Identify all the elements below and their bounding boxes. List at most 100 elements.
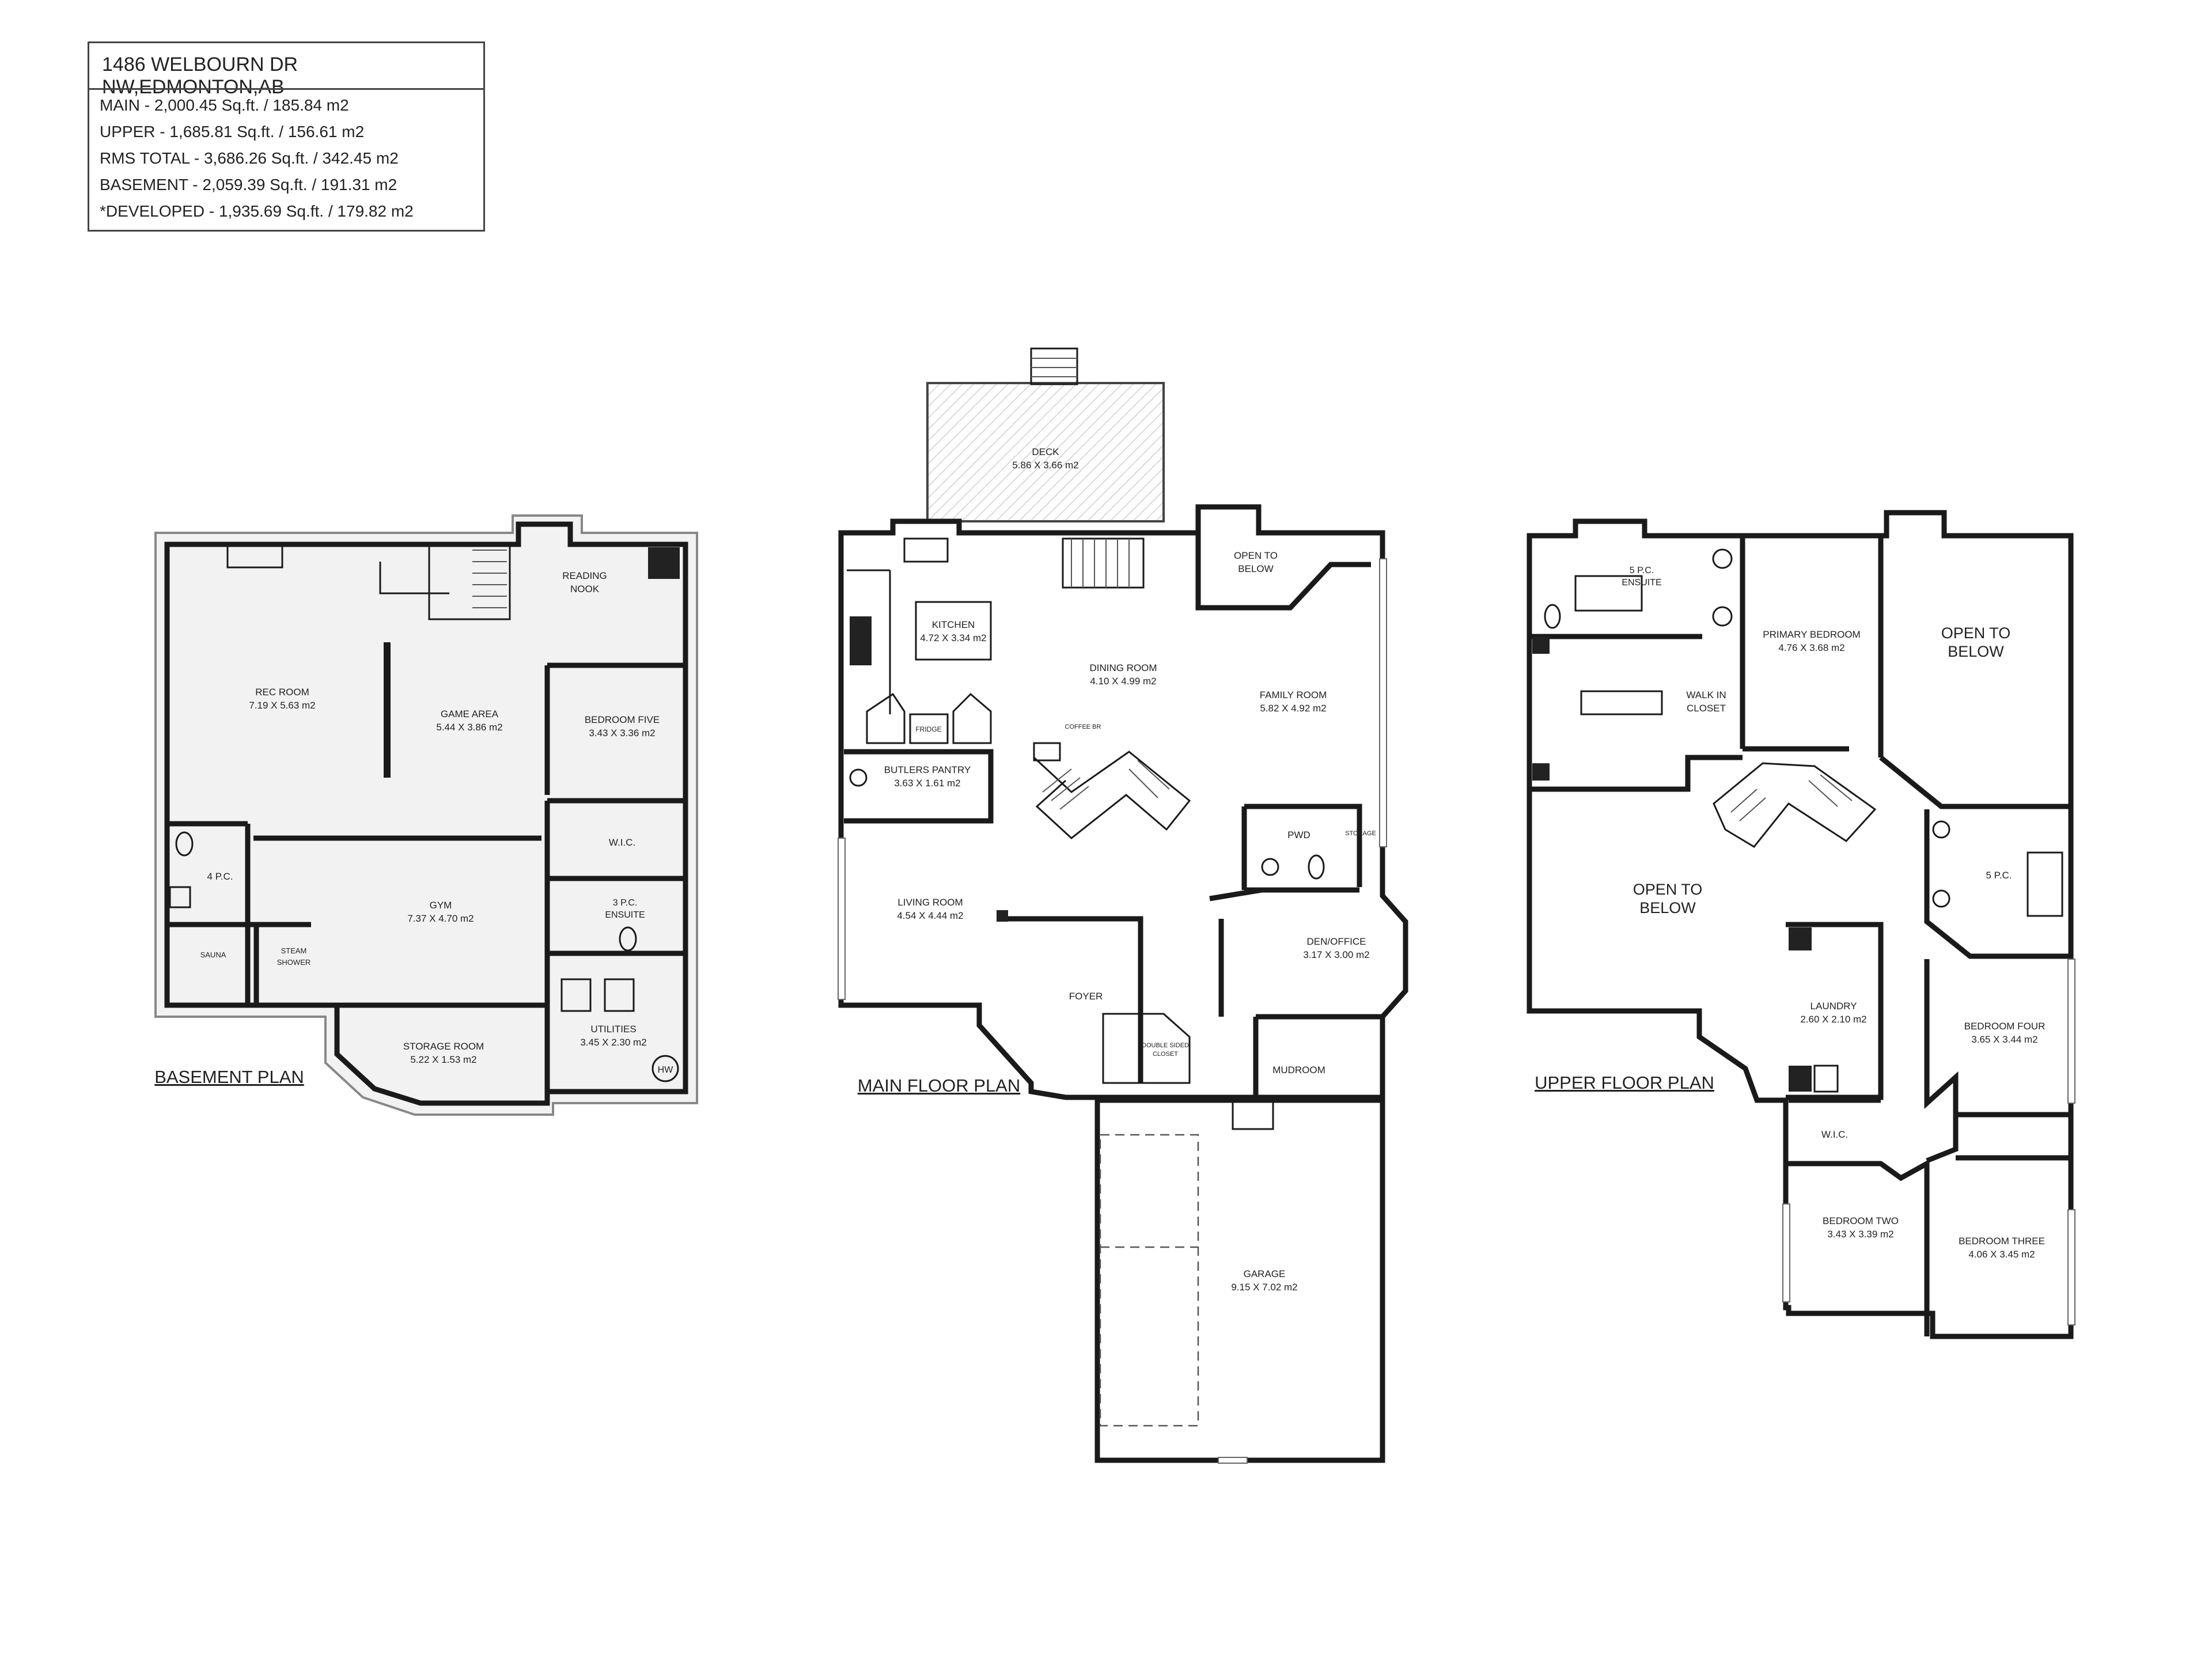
walk-in-island xyxy=(1580,690,1663,715)
bedroom-two-label: BEDROOM TWO xyxy=(1823,1215,1899,1226)
main-open-to-below-2: BELOW xyxy=(1238,563,1273,574)
fridge-block xyxy=(909,713,949,744)
pwd-label: PWD xyxy=(1287,830,1310,840)
four-pc-toilet-icon xyxy=(175,831,194,857)
utilities-size: 3.45 X 2.30 m2 xyxy=(580,1037,646,1048)
upper-stair xyxy=(1713,762,1877,848)
family-room-size: 5.82 X 4.92 m2 xyxy=(1260,703,1326,714)
ensuite-sink-icon xyxy=(1712,606,1733,627)
ensuite-toilet-upper-icon xyxy=(1544,604,1561,629)
five-pc-ensuite-label-2: ENSUITE xyxy=(1622,578,1661,588)
upper-bath-sink-1 xyxy=(1932,820,1950,839)
butlers-pantry-wall xyxy=(844,749,994,824)
developed-area: *DEVELOPED - 1,935.69 Sq.ft. / 179.82 m2 xyxy=(100,202,414,220)
pantry-sink-icon xyxy=(849,768,868,787)
four-pc-sink-icon xyxy=(169,886,191,908)
laundry-corner-block xyxy=(1789,927,1812,950)
basement-stairs xyxy=(379,543,511,620)
walk-in-closet-label-1: WALK IN xyxy=(1686,690,1726,700)
garage-walls xyxy=(1094,1097,1385,1463)
main-floor-outer-wall xyxy=(838,504,1408,1100)
upper-wic-label: W.I.C. xyxy=(1821,1129,1848,1140)
walk-in-corner-block xyxy=(1532,763,1550,781)
game-area-label: GAME AREA xyxy=(441,709,499,719)
upper-five-pc-label: 5 P.C. xyxy=(1986,870,2012,881)
garage-parking-outline xyxy=(1099,1134,1199,1427)
primary-bedroom-size: 4.76 X 3.68 m2 xyxy=(1778,642,1844,653)
upper-floor-outer-wall xyxy=(1527,510,2074,1339)
bedroom-two-window xyxy=(1782,1203,1790,1302)
garage-label: GARAGE xyxy=(1244,1268,1286,1279)
main-open-to-below-1: OPEN TO xyxy=(1234,550,1278,561)
walk-in-closet-label-2: CLOSET xyxy=(1687,703,1726,714)
den-office-size: 3.17 X 3.00 m2 xyxy=(1303,949,1369,960)
upper-open-to-below-left-1: OPEN TO xyxy=(1633,881,1703,898)
butlers-pantry-size: 3.63 X 1.61 m2 xyxy=(894,778,960,789)
coffee-bar-label: COFFEE BR xyxy=(1065,724,1101,730)
upper-open-to-below-left-2: BELOW xyxy=(1639,899,1696,916)
steam-shower-label-2: SHOWER xyxy=(277,958,311,967)
ensuite-tub-icon xyxy=(1712,548,1733,569)
basement-wic-label: W.I.C. xyxy=(609,837,635,848)
bedroom-two-size: 3.43 X 3.39 m2 xyxy=(1827,1229,1893,1240)
bedroom-two-top-wall xyxy=(1786,1159,1930,1336)
main-area: MAIN - 2,000.45 Sq.ft. / 185.84 m2 xyxy=(100,96,349,114)
bedroom-three-size: 4.06 X 3.45 m2 xyxy=(1968,1249,2035,1260)
family-room-label: FAMILY ROOM xyxy=(1260,690,1327,700)
kitchen-island xyxy=(915,601,992,661)
rec-room-size: 7.19 X 5.63 m2 xyxy=(249,700,315,711)
laundry-size: 2.60 X 2.10 m2 xyxy=(1800,1014,1866,1025)
laundry-wall xyxy=(1786,922,1884,1100)
furnace-unit-2 xyxy=(604,978,635,1012)
foyer-label: FOYER xyxy=(1069,991,1103,1002)
bedroom-four-left-wall xyxy=(1924,959,1959,1164)
pwd-toilet-icon xyxy=(1308,854,1325,880)
open-to-below-wall xyxy=(1195,533,1371,611)
dining-room-label: DINING ROOM xyxy=(1089,662,1157,673)
foyer-column xyxy=(997,910,1008,922)
property-address: 1486 WELBOURN DR NW,EDMONTON,AB xyxy=(102,54,298,98)
kitchen-label: KITCHEN xyxy=(932,619,975,630)
sauna-label: SAUNA xyxy=(200,950,226,959)
pantry-cabinet-left xyxy=(866,692,906,744)
area-summary-box: 1486 WELBOURN DR NW,EDMONTON,AB MAIN - 2… xyxy=(88,41,485,232)
laundry-dryer-block xyxy=(1813,1065,1839,1093)
basement-wet-bar xyxy=(226,543,283,569)
ensuite-toilet-icon xyxy=(619,926,637,952)
main-stairs-upper xyxy=(1062,537,1145,589)
upper-floor-plan-title: UPPER FLOOR PLAN xyxy=(1535,1073,1714,1093)
deck-stairs xyxy=(1030,347,1078,385)
walk-in-bottom-wall xyxy=(1529,755,1743,792)
bedroom-four-label: BEDROOM FOUR xyxy=(1964,1021,2046,1032)
upper-floor-plan: 5 P.C. ENSUITE PRIMARY BEDROOM 4.76 X 3.… xyxy=(1527,510,2075,1339)
four-pc-label: 4 P.C. xyxy=(207,871,233,882)
three-pc-ensuite-label: ENSUITE xyxy=(605,910,645,920)
steam-shower-label-1: STEAM xyxy=(281,946,307,955)
double-sided-closet-label-2: CLOSET xyxy=(1153,1051,1178,1058)
living-room-label: LIVING ROOM xyxy=(897,897,963,908)
gym-size: 7.37 X 4.70 m2 xyxy=(407,913,474,924)
rec-room-label: REC ROOM xyxy=(255,687,309,698)
basement-plan-title: BASEMENT PLAN xyxy=(154,1067,304,1087)
coffee-bar-counter xyxy=(1033,742,1061,762)
basement-plan: HW READING NOOK REC ROOM 7.19 X 5.63 m2 … xyxy=(154,514,698,1116)
living-room-size: 4.54 X 4.44 m2 xyxy=(897,910,963,921)
bedroom-five-label: BEDROOM FIVE xyxy=(585,714,660,725)
ensuite-vanity xyxy=(1574,575,1643,612)
pwd-sink-icon xyxy=(1261,858,1279,876)
pantry-cabinet-right xyxy=(952,692,992,744)
reading-nook-label-2: NOOK xyxy=(570,584,600,594)
deck-area xyxy=(926,382,1165,522)
main-l-stair xyxy=(1033,751,1191,839)
garage-size: 9.15 X 7.02 m2 xyxy=(1231,1282,1297,1293)
utilities-label: UTILITIES xyxy=(590,1024,636,1035)
upper-bath-tub xyxy=(2027,851,2063,917)
upper-bath-wall xyxy=(1924,809,2071,959)
garage-steps xyxy=(1232,1099,1274,1130)
deck-size: 5.86 X 3.66 m2 xyxy=(1012,460,1078,471)
storage-room-label: STORAGE ROOM xyxy=(403,1041,484,1052)
bedroom-three-label: BEDROOM THREE xyxy=(1959,1236,2045,1247)
cooktop xyxy=(850,616,872,665)
ensuite-shower-block xyxy=(1532,637,1550,654)
